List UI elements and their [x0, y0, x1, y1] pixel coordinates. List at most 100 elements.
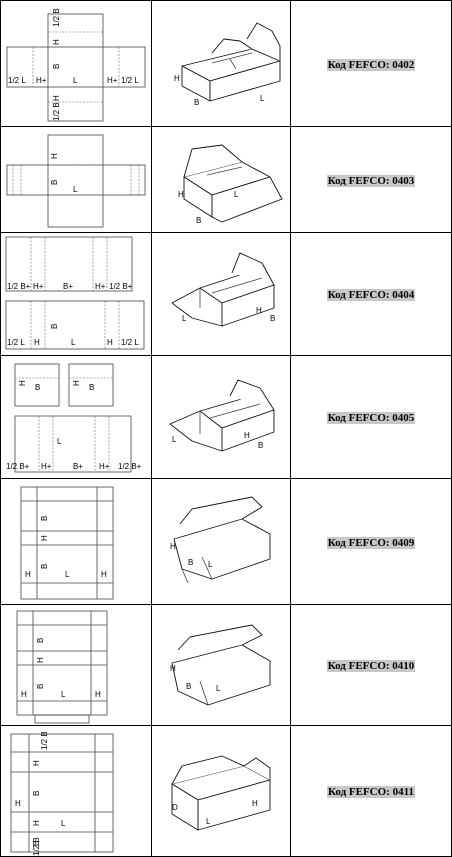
- dim-label: H: [101, 570, 107, 579]
- table-row: H B L H B L Код FEFCO: [0, 126, 452, 233]
- dim-label: B: [32, 791, 41, 796]
- flat-layout-0411: 1/2 B H B H H B L 1/2 B: [0, 725, 152, 857]
- box-illustration-0403: H B L: [151, 126, 291, 233]
- dim-label: B: [258, 441, 263, 450]
- dim-label: B: [36, 684, 45, 689]
- box-illustration-0410: H B L: [151, 604, 291, 726]
- dim-label: B: [50, 180, 59, 185]
- box-illustration-0411: D L H: [151, 725, 291, 857]
- fefco-code-label: Код FEFCO: 0403: [326, 174, 416, 187]
- box-illustration-0409: H B L: [151, 478, 291, 605]
- dim-label: H+: [107, 76, 118, 85]
- dim-label: H: [95, 690, 101, 699]
- dim-label: 1/2 B+: [109, 282, 133, 291]
- layout-drawing: 1/2 B H B H H B L 1/2 B: [10, 731, 114, 856]
- table-row: B H B H L H H B L: [0, 478, 452, 605]
- dim-label: L: [71, 338, 76, 347]
- dim-label: 1/2 B: [52, 102, 61, 121]
- dim-label: 1/2 L: [8, 76, 26, 85]
- dim-label: B: [186, 682, 191, 691]
- box-drawing: H B L: [170, 496, 271, 584]
- fefco-code-label: Код FEFCO: 0411: [326, 786, 415, 798]
- dim-label: B+: [73, 462, 83, 471]
- dim-label: L: [65, 570, 70, 579]
- dim-label: 1/2 B+: [118, 462, 142, 471]
- box-drawing: H B L: [170, 624, 271, 706]
- dim-label: H: [18, 380, 27, 386]
- dim-label: H: [178, 190, 184, 199]
- box-illustration-0404: L H B: [151, 232, 291, 356]
- dim-label: H: [15, 799, 21, 808]
- box-illustration-0405: L H B: [151, 355, 291, 479]
- dim-label: H+: [33, 282, 44, 291]
- dim-label: L: [182, 314, 187, 323]
- dim-label: L: [208, 560, 213, 569]
- layout-drawing: 1/2 B+ H+ B+ H+ 1/2 B+ 1/2 L H B L H 1/2…: [5, 236, 145, 350]
- dim-label: 1/2 L: [7, 338, 25, 347]
- layout-drawing: H B H B L 1/2 B+ H+ B+ H+ 1/2 B+: [6, 363, 142, 473]
- dim-label: B: [35, 383, 40, 392]
- dim-label: 1/2 B+: [6, 462, 30, 471]
- table-row: 1/2 B H B H 1/2 B 1/2 L H+ L H+ 1/2 L: [0, 0, 452, 127]
- dim-label: L: [260, 94, 265, 103]
- fefco-code-label: Код FEFCO: 0404: [326, 289, 416, 301]
- dim-label: H: [32, 820, 41, 826]
- code-cell-0404: Код FEFCO: 0404: [290, 232, 452, 356]
- code-cell-0410: Код FEFCO: 0410: [290, 604, 452, 726]
- table-row: 1/2 B H B H H B L 1/2 B D: [0, 725, 452, 857]
- dim-label: L: [234, 190, 239, 199]
- flat-layout-0402: 1/2 B H B H 1/2 B 1/2 L H+ L H+ 1/2 L: [0, 0, 152, 127]
- dim-label: H: [34, 338, 40, 347]
- dim-label: H: [50, 153, 59, 159]
- dim-label: 1/2 B: [52, 8, 61, 27]
- flat-layout-0405: H B H B L 1/2 B+ H+ B+ H+ 1/2 B+: [0, 355, 152, 479]
- fefco-code-label: Код FEFCO: 0410: [326, 660, 416, 672]
- dim-label: H: [252, 799, 258, 808]
- box-drawing: H B L: [178, 144, 283, 225]
- dim-label: B: [50, 324, 59, 329]
- dim-label: H+: [36, 76, 47, 85]
- table-row: 1/2 B+ H+ B+ H+ 1/2 B+ 1/2 L H B L H 1/2…: [0, 232, 452, 356]
- dim-label: L: [206, 817, 211, 826]
- dim-label: H: [244, 431, 250, 440]
- dim-label: B: [196, 216, 201, 225]
- layout-drawing: 1/2 B H B H 1/2 B 1/2 L H+ L H+ 1/2 L: [6, 8, 146, 122]
- dim-label: H: [52, 95, 61, 101]
- dim-label: B+: [63, 282, 73, 291]
- dim-label: 1/2 B+: [7, 282, 31, 291]
- dim-label: H: [32, 760, 41, 766]
- dim-label: L: [73, 76, 78, 85]
- dim-label: 1/2 B: [40, 731, 49, 750]
- box-illustration-0402: H B L: [151, 0, 291, 127]
- dim-label: H: [21, 690, 27, 699]
- fefco-code-label: Код FEFCO: 0405: [326, 412, 416, 424]
- code-cell-0402: Код FEFCO: 0402: [290, 0, 452, 127]
- box-drawing: L H B: [171, 252, 275, 327]
- dim-label: B: [270, 314, 275, 323]
- dim-label: H: [72, 380, 81, 386]
- layout-drawing: B H B H L H: [16, 610, 108, 724]
- flat-layout-0404: 1/2 B+ H+ B+ H+ 1/2 B+ 1/2 L H B L H 1/2…: [0, 232, 152, 356]
- dim-label: L: [216, 684, 221, 693]
- dim-label: L: [57, 437, 62, 446]
- code-cell-0405: Код FEFCO: 0405: [290, 355, 452, 479]
- dim-label: H: [170, 664, 176, 673]
- dim-label: L: [61, 819, 66, 828]
- code-cell-0403: Код FEFCO: 0403: [290, 126, 452, 233]
- layout-drawing: B H B H L H: [20, 486, 114, 600]
- dim-label: B: [36, 638, 45, 643]
- flat-layout-0410: B H B H L H: [0, 604, 152, 726]
- dim-label: 1/2 B: [32, 837, 41, 856]
- flat-layout-0403: H B L: [0, 126, 152, 233]
- dim-label: 1/2 L: [121, 338, 139, 347]
- dim-label: L: [172, 435, 177, 444]
- fefco-code-label: Код FEFCO: 0409: [326, 536, 416, 549]
- dim-label: 1/2 L: [121, 76, 139, 85]
- table-row: H B H B L 1/2 B+ H+ B+ H+ 1/2 B+: [0, 355, 452, 479]
- dim-label: H+: [41, 462, 52, 471]
- dim-label: H: [36, 657, 45, 663]
- layout-drawing: H B L: [6, 134, 146, 228]
- dim-label: B: [52, 64, 61, 69]
- dim-label: B: [32, 841, 41, 846]
- dim-label: B: [188, 558, 193, 567]
